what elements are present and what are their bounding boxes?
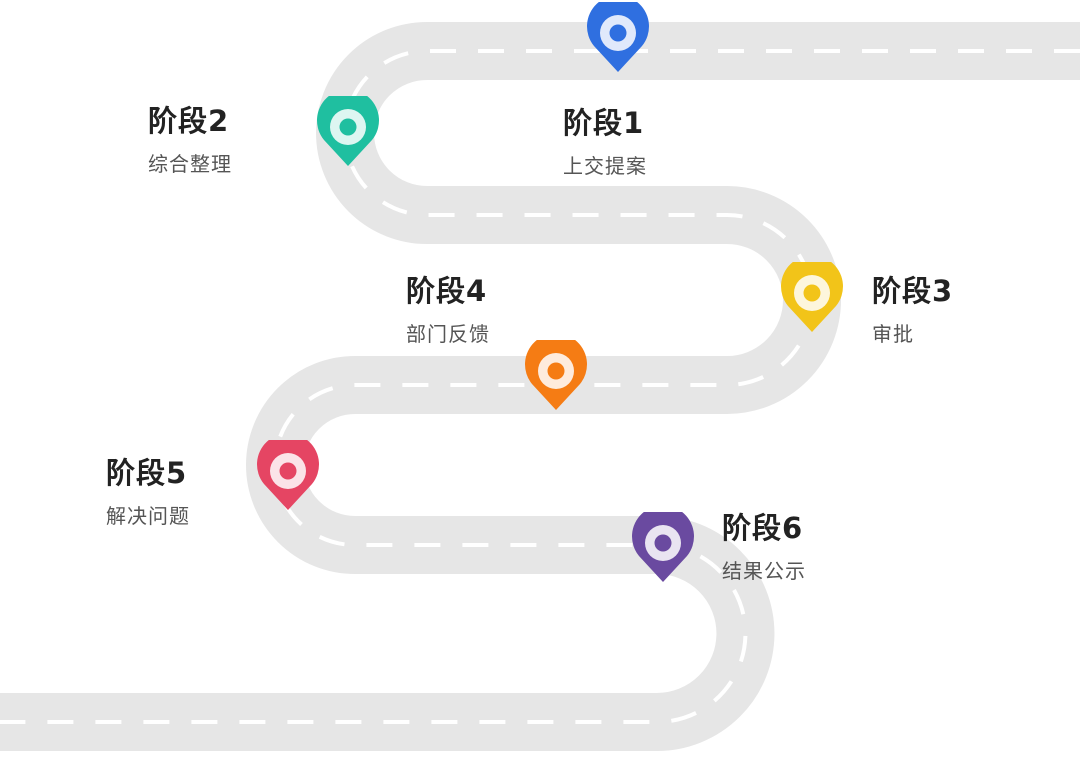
stage-subtitle: 上交提案 (563, 154, 647, 178)
stage-2-label: 阶段2 综合整理 (148, 98, 232, 177)
stage-subtitle: 综合整理 (148, 152, 232, 176)
stage-title: 阶段1 (563, 106, 645, 140)
stage-title: 阶段4 (406, 274, 488, 308)
stage-6-label: 阶段6 结果公示 (722, 505, 806, 584)
stage-title: 阶段5 (106, 456, 188, 490)
map-pin-icon (585, 0, 651, 74)
stage-subtitle: 审批 (872, 322, 914, 346)
map-pin-icon (315, 89, 381, 168)
stage-title: 阶段6 (722, 511, 804, 545)
stage-subtitle: 结果公示 (722, 559, 806, 583)
stage-title: 阶段3 (872, 274, 954, 308)
stage-title: 阶段2 (148, 104, 230, 138)
road-centerline (0, 49, 1080, 724)
stage-subtitle: 解决问题 (106, 504, 190, 528)
stage-5-label: 阶段5 解决问题 (106, 450, 190, 529)
map-pin-icon (630, 505, 696, 584)
map-pin-icon (523, 333, 589, 412)
stage-4-label: 阶段4 部门反馈 (406, 268, 490, 347)
stage-subtitle: 部门反馈 (406, 322, 490, 346)
map-pin-icon (255, 433, 321, 512)
map-pin-icon (779, 255, 845, 334)
stage-3-label: 阶段3 审批 (872, 268, 953, 347)
stage-1-label: 阶段1 上交提案 (563, 100, 647, 179)
